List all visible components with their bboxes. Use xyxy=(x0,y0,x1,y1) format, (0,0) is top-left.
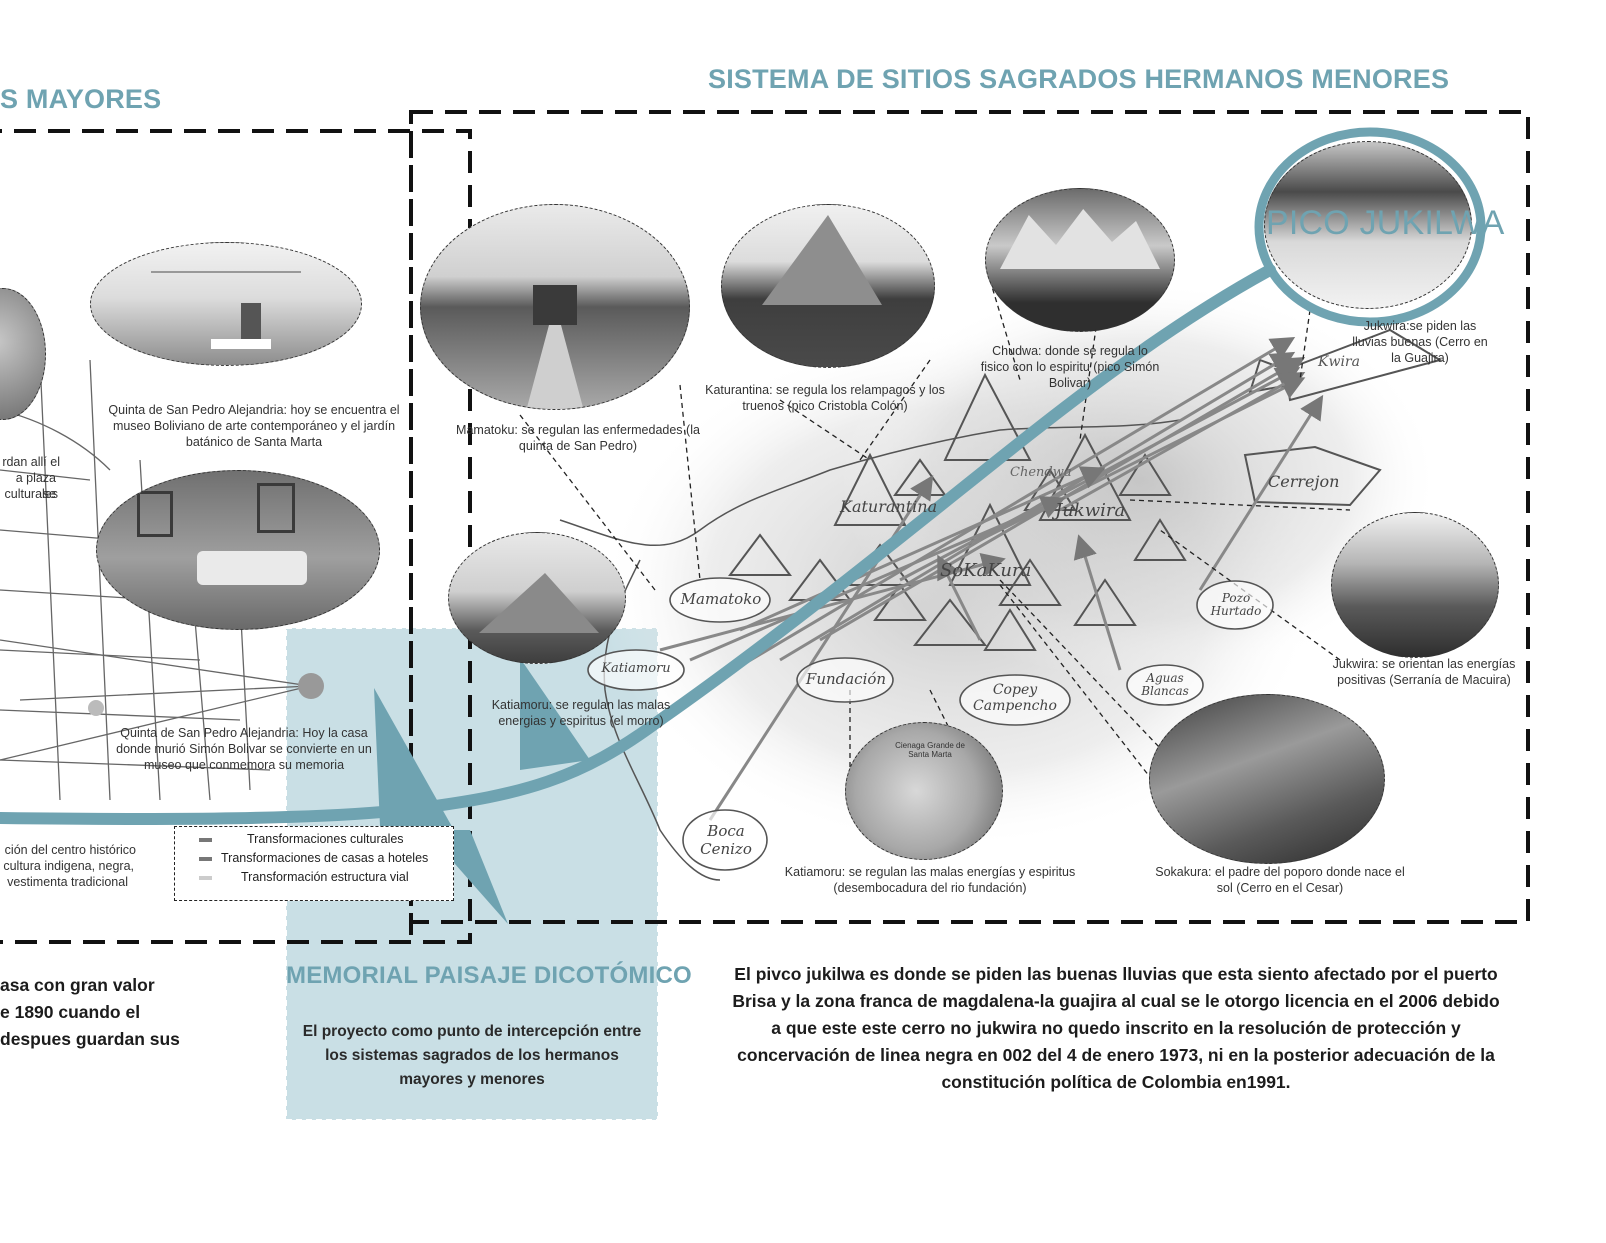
legend-item: Transformación estructura vial xyxy=(175,868,453,887)
el-morro-photo xyxy=(448,532,626,664)
map-label-copey: Copey Campencho xyxy=(966,682,1064,714)
quinta-san-pedro-photo xyxy=(420,204,690,410)
cienaga-label: Cienaga Grande de Santa Marta xyxy=(890,741,970,759)
description-text: El pivco jukilwa es donde se piden las b… xyxy=(726,961,1506,1096)
legend-item: Transformaciones de casas a hoteles xyxy=(175,849,453,868)
left-body-line-1: asa con gran valor xyxy=(0,972,155,999)
map-label-sokakura: SoKaKura xyxy=(940,560,1031,581)
caption-partial-1: rdan allí el xyxy=(0,454,60,470)
caption-bolivar: Quinta de San Pedro Alejandria: Hoy la c… xyxy=(108,725,380,773)
map-label-cerrejon: Cerrejon xyxy=(1268,472,1339,491)
caption-chudwa: Chudwa: donde se regula lo fisico con lo… xyxy=(980,343,1160,391)
caption-katiamoru: Katiamoru: se regulan las malas energías… xyxy=(780,864,1080,896)
caption-partial-3: culturales xyxy=(0,486,58,502)
caption-museum: Quinta de San Pedro Alejandria: hoy se e… xyxy=(104,402,404,450)
map-label-chendwa: Chendwa xyxy=(1010,465,1072,480)
map-label-fundacion: Fundación xyxy=(800,670,892,688)
legend-item: Transformaciones culturales xyxy=(175,830,453,849)
map-label-jukwira: Jukwira xyxy=(1055,500,1125,521)
serrania-macuira-photo xyxy=(1331,512,1499,658)
caption-jukwira-top: Jukwira:se piden las lluvias buenas (Cer… xyxy=(1350,318,1490,366)
map-label-katurantina: Katurantina xyxy=(840,497,937,516)
museum-photo xyxy=(90,242,362,366)
memorial-text: El proyecto como punto de intercepción e… xyxy=(296,1020,648,1092)
caption-katurantina: Katurantina: se regula los relampagos y … xyxy=(700,382,950,414)
bolivar-point xyxy=(298,673,324,699)
caption-bottom-2: cultura indigena, negra, xyxy=(0,858,134,874)
left-body-line-3: despues guardan sus xyxy=(0,1026,180,1053)
pico-cristobal-colon-photo xyxy=(721,204,935,368)
caption-bottom-3: vestimenta tradicional xyxy=(0,874,128,890)
map-label-katiamoru: Katiamoru xyxy=(590,661,682,676)
pico-jukilwa-label: PICO JUKILWA xyxy=(1266,204,1505,243)
map-label-mamatoko: Mamatoko xyxy=(673,590,769,608)
bolivar-tomb-photo xyxy=(96,470,380,630)
memorial-title: MEMORIAL PAISAJE DICOTÓMICO xyxy=(286,962,658,990)
left-system-title: S MAYORES xyxy=(0,84,161,115)
pico-simon-bolivar-photo xyxy=(985,188,1175,332)
caption-sokakura: Sokakura: el padre del poporo donde nace… xyxy=(1150,864,1410,896)
legend: Transformaciones culturales Transformaci… xyxy=(174,826,454,901)
caption-bottom-1: ción del centro histórico xyxy=(0,842,136,858)
map-label-aguas-blancas: Aguas Blancas xyxy=(1134,672,1196,698)
left-body-line-2: e 1890 cuando el xyxy=(0,999,140,1026)
map-label-boca-cenizo: Boca Cenizo xyxy=(690,822,762,858)
cerro-cesar-photo xyxy=(1149,694,1385,864)
map-label-pozo-hurtado: Pozo Hurtado xyxy=(1200,592,1272,618)
caption-jukwira: Jukwira: se orientan las energías positi… xyxy=(1312,656,1536,688)
caption-mamatoku: Mamatoku: se regulan las enfermedades (l… xyxy=(448,422,708,454)
cienaga-map-photo: Cienaga Grande de Santa Marta xyxy=(845,722,1003,860)
caption-katiamoru-morro: Katiamoru: se regulan las malas energias… xyxy=(476,697,686,729)
right-system-title: SISTEMA DE SITIOS SAGRADOS HERMANOS MENO… xyxy=(708,64,1449,95)
